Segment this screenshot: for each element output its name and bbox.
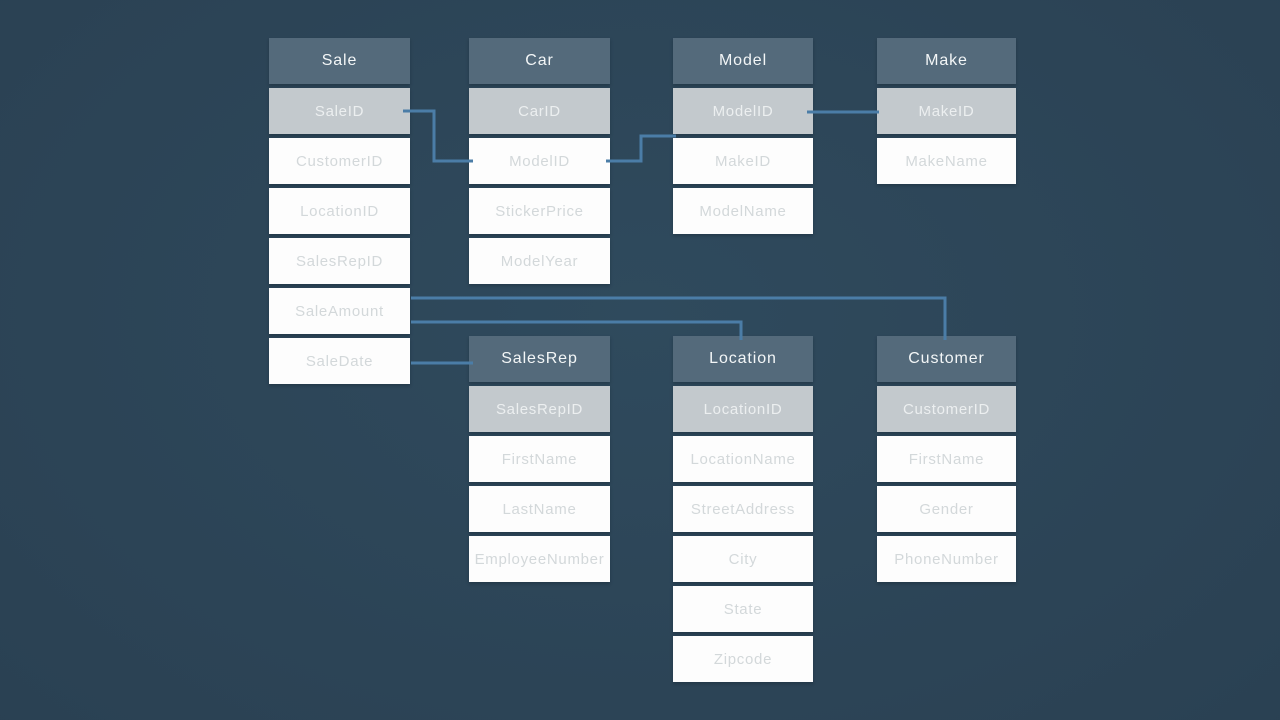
connector-line xyxy=(606,134,676,163)
field-row: LocationName xyxy=(673,436,813,482)
field-row: City xyxy=(673,536,813,582)
field-row: Gender xyxy=(877,486,1016,532)
field-row: LastName xyxy=(469,486,610,532)
field-row: State xyxy=(673,586,813,632)
table-title: Model xyxy=(673,38,813,84)
table-title: Make xyxy=(877,38,1016,84)
field-row: ModelYear xyxy=(469,238,610,284)
field-row: StickerPrice xyxy=(469,188,610,234)
field-row: SaleDate xyxy=(269,338,410,384)
key-field-row: MakeID xyxy=(877,88,1016,134)
key-field-row: SalesRepID xyxy=(469,386,610,432)
field-row: EmployeeNumber xyxy=(469,536,610,582)
field-row: SaleAmount xyxy=(269,288,410,334)
table-title: Customer xyxy=(877,336,1016,382)
key-field-row: CustomerID xyxy=(877,386,1016,432)
connector-line xyxy=(403,109,473,163)
field-row: Zipcode xyxy=(673,636,813,682)
field-row: LocationID xyxy=(269,188,410,234)
field-row: FirstName xyxy=(469,436,610,482)
field-row: MakeName xyxy=(877,138,1016,184)
key-field-row: LocationID xyxy=(673,386,813,432)
table-title: SalesRep xyxy=(469,336,610,382)
table-title: Sale xyxy=(269,38,410,84)
key-field-row: SaleID xyxy=(269,88,410,134)
key-field-row: CarID xyxy=(469,88,610,134)
table-title: Location xyxy=(673,336,813,382)
field-row: ModelName xyxy=(673,188,813,234)
field-row: PhoneNumber xyxy=(877,536,1016,582)
field-row: StreetAddress xyxy=(673,486,813,532)
field-row: FirstName xyxy=(877,436,1016,482)
connector-line xyxy=(411,296,947,340)
field-row: ModelID xyxy=(469,138,610,184)
key-field-row: ModelID xyxy=(673,88,813,134)
table-title: Car xyxy=(469,38,610,84)
field-row: CustomerID xyxy=(269,138,410,184)
field-row: MakeID xyxy=(673,138,813,184)
field-row: SalesRepID xyxy=(269,238,410,284)
